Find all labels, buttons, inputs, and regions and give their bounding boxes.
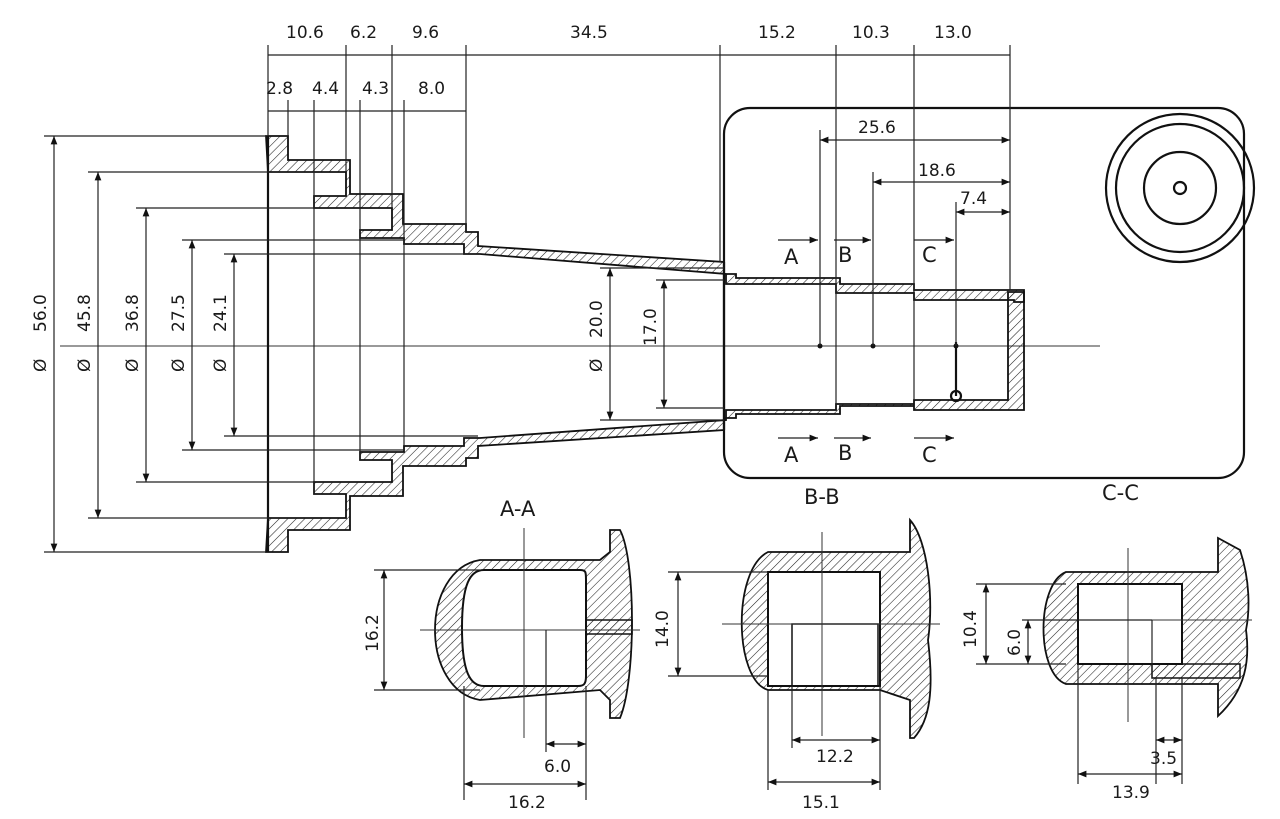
- dia-symbol-24: Ø: [211, 359, 231, 372]
- dia-27-5: 27.5: [169, 294, 189, 332]
- marker-b-bottom: B: [838, 441, 852, 465]
- top-dimension-row-1: 10.6 6.2 9.6 34.5 15.2 10.3 13.0: [267, 23, 1011, 290]
- diameter-dimensions: Ø 56.0 Ø 45.8 Ø 36.8 Ø 27.5 Ø 24.1 Ø 20.…: [31, 135, 724, 553]
- dia-45-8: 45.8: [75, 294, 95, 332]
- marker-a-top: A: [784, 245, 799, 269]
- bb-dim-15-1: 15.1: [802, 793, 840, 813]
- main-profile-view: [60, 135, 1100, 553]
- dim-2-8: 2.8: [266, 79, 293, 99]
- dia-symbol-36: Ø: [123, 359, 143, 372]
- dim-8-0: 8.0: [418, 79, 445, 99]
- dim-15-2: 15.2: [758, 23, 796, 43]
- section-bb-view: 14.0 12.2 15.1: [653, 517, 940, 813]
- dim-4-3: 4.3: [362, 79, 389, 99]
- section-aa-view: 16.2 6.0 16.2: [363, 528, 640, 813]
- dia-56-0: 56.0: [31, 294, 51, 332]
- dia-symbol-27: Ø: [169, 359, 189, 372]
- marker-c-top: C: [922, 243, 937, 267]
- aa-dim-16-2-width: 16.2: [508, 793, 546, 813]
- lower-wall-section: [265, 291, 1025, 553]
- title-section-cc: C-C: [1102, 481, 1139, 505]
- top-dimension-row-2: 2.8 4.4 4.3 8.0: [266, 79, 466, 244]
- marker-b-top: B: [838, 243, 852, 267]
- upper-wall-section: [265, 135, 1025, 303]
- marker-a-bottom: A: [784, 443, 799, 467]
- dim-4-4: 4.4: [312, 79, 339, 99]
- height-17-0: 17.0: [641, 308, 661, 346]
- bb-dim-12-2: 12.2: [816, 747, 854, 767]
- dim-34-5: 34.5: [570, 23, 608, 43]
- section-cc-view: 10.4 6.0 3.5 13.9: [961, 536, 1252, 803]
- side-view-frame: [722, 106, 1256, 480]
- dia-symbol-45: Ø: [75, 359, 95, 372]
- title-section-bb: B-B: [804, 485, 840, 509]
- title-section-aa: A-A: [500, 497, 536, 521]
- aa-dim-6-0: 6.0: [544, 757, 571, 777]
- dim-10-6: 10.6: [286, 23, 324, 43]
- marker-c-bottom: C: [922, 443, 937, 467]
- aa-dim-16-2-height: 16.2: [363, 614, 383, 652]
- dim-6-2: 6.2: [350, 23, 377, 43]
- cc-dim-3-5: 3.5: [1150, 749, 1177, 769]
- dim-10-3: 10.3: [852, 23, 890, 43]
- dia-symbol-20: Ø: [587, 359, 607, 372]
- dim-13-0: 13.0: [934, 23, 972, 43]
- dia-24-1: 24.1: [211, 294, 231, 332]
- side-view-dimensions: 25.6 18.6 7.4: [819, 118, 1010, 346]
- cc-dim-10-4: 10.4: [961, 610, 981, 648]
- section-markers: A B C A B C: [778, 236, 954, 467]
- dim-25-6: 25.6: [858, 118, 896, 138]
- dia-36-8: 36.8: [123, 294, 143, 332]
- cc-dim-6-0: 6.0: [1005, 629, 1025, 656]
- dim-9-6: 9.6: [412, 23, 439, 43]
- dim-18-6: 18.6: [918, 161, 956, 181]
- dia-symbol-56: Ø: [31, 359, 51, 372]
- cc-dim-13-9: 13.9: [1112, 783, 1150, 803]
- bb-dim-14-0: 14.0: [653, 610, 673, 648]
- dia-20-0: 20.0: [587, 300, 607, 338]
- dim-7-4: 7.4: [960, 189, 987, 209]
